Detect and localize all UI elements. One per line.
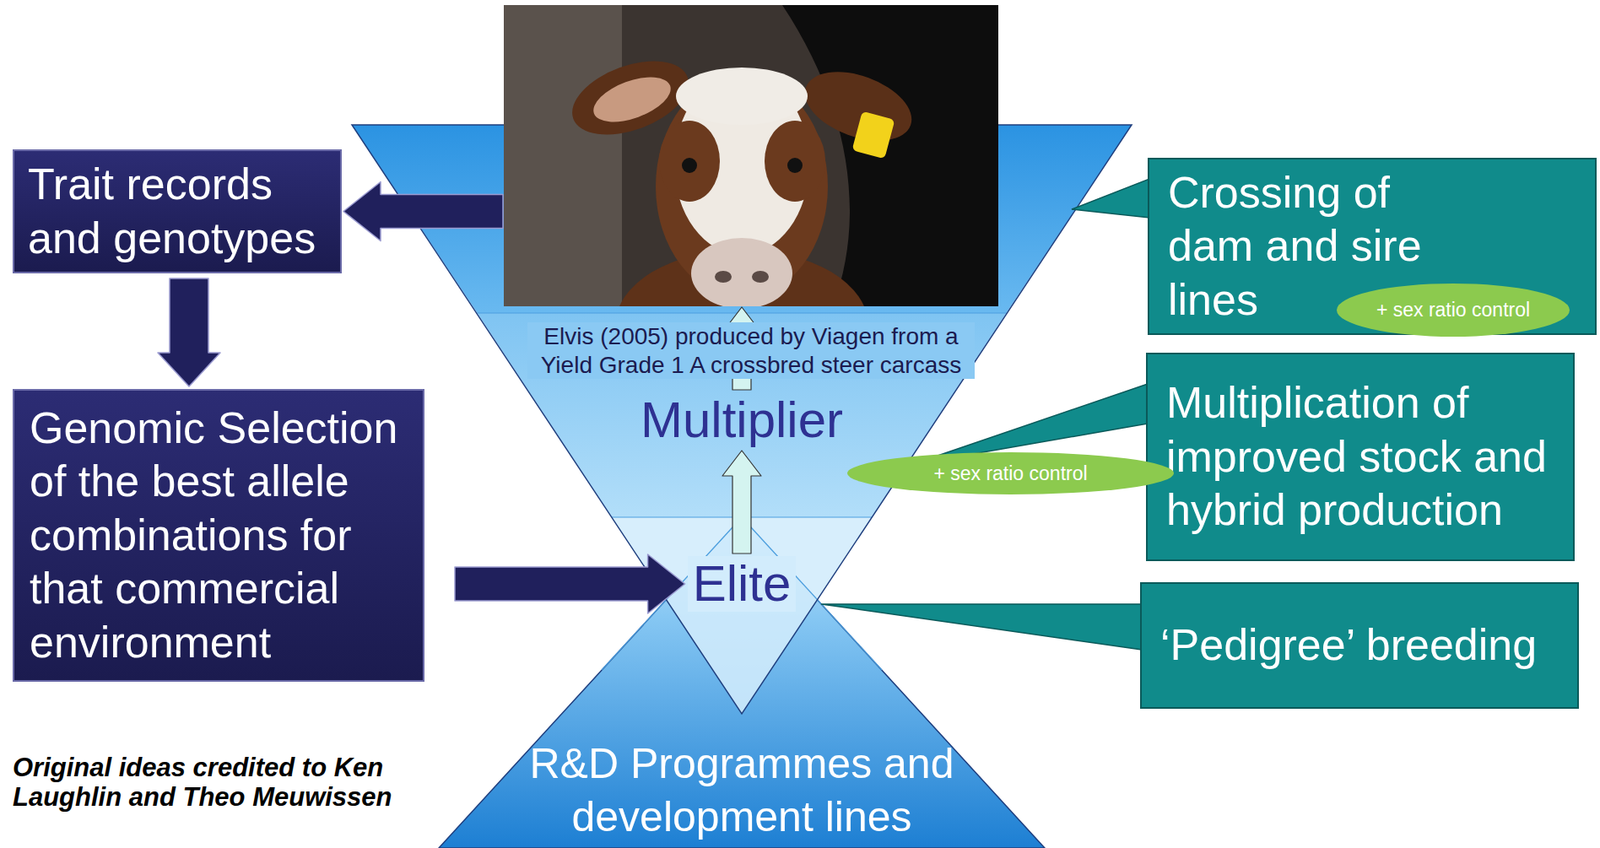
credit-note: Original ideas credited to Ken Laughlin … — [12, 753, 410, 812]
tier-band: R&D Programmes and development lines — [520, 737, 963, 844]
hollow-arrow — [722, 450, 762, 554]
calf-eye — [787, 157, 803, 173]
ear-tag — [851, 111, 895, 160]
block-arrow — [343, 182, 503, 242]
calf-poll — [675, 67, 808, 125]
tier-band: Elite — [687, 556, 797, 612]
node-text: + sex ratio control — [933, 462, 1087, 486]
trait-box: Trait records and genotypes — [12, 149, 342, 274]
eye-patch — [764, 120, 826, 202]
node-text: Multiplier — [640, 392, 844, 449]
block-arrow — [454, 554, 686, 614]
eye-patch — [659, 120, 720, 202]
photo-caption: Elvis (2005) produced by Viagen from a Y… — [527, 322, 975, 379]
node-text: Elite — [687, 556, 797, 612]
node-text: Genomic Selection of the best allele com… — [29, 401, 408, 670]
note-ellipse: + sex ratio control — [1336, 283, 1570, 337]
rd-triangle — [438, 517, 1045, 848]
calf-eye — [681, 157, 698, 173]
node-text: + sex ratio control — [1376, 298, 1530, 322]
calf-photo — [503, 5, 999, 307]
calf-ear — [587, 68, 676, 131]
photo-ground — [503, 5, 622, 307]
block-arrow — [157, 278, 221, 387]
calf-nostril — [714, 270, 732, 283]
calf-nostril — [751, 270, 769, 283]
node-text: Multiplication of improved stock and hyb… — [1166, 376, 1563, 537]
tier-band: Multiplier — [640, 392, 844, 449]
calf-muzzle — [691, 237, 793, 307]
callout-box: ‘Pedigree’ breeding — [1140, 582, 1579, 709]
photo-frame: Elvis (2005) produced by Viagen from a Y… — [503, 5, 999, 307]
selection-box: Genomic Selection of the best allele com… — [12, 389, 425, 682]
callout-box: Multiplication of improved stock and hyb… — [1145, 352, 1575, 562]
callout-tail — [821, 604, 1142, 650]
node-text: ‘Pedigree’ breeding — [1160, 618, 1559, 672]
callout-tail — [1071, 178, 1150, 218]
note-ellipse: + sex ratio control — [847, 452, 1174, 495]
node-text: Trait records and genotypes — [27, 157, 327, 265]
node-text: R&D Programmes and development lines — [520, 737, 963, 844]
